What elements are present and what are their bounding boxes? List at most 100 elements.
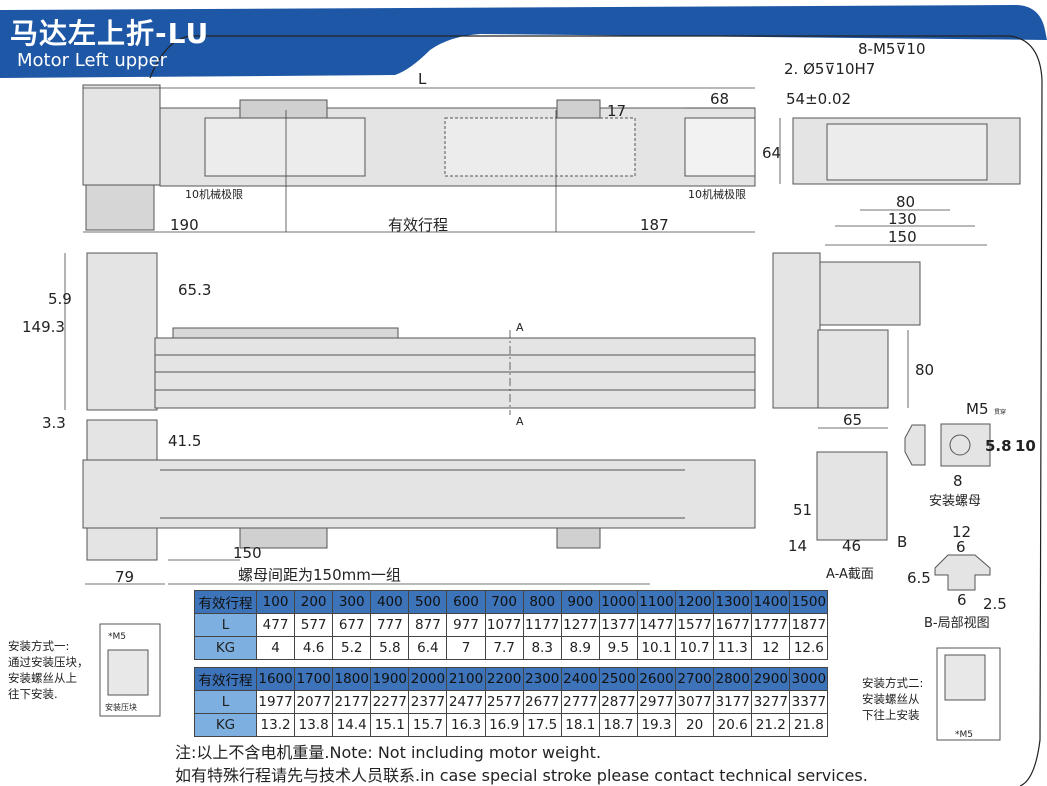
table-cell: 600 bbox=[446, 590, 486, 614]
side-3-3: 3.3 bbox=[42, 414, 66, 432]
section-aa bbox=[816, 451, 888, 541]
table-cell: 500 bbox=[408, 590, 448, 614]
detail-6b: 6 bbox=[957, 591, 967, 609]
table-cell: 4.6 bbox=[294, 636, 334, 660]
table-cell: 3077 bbox=[675, 690, 715, 714]
top-view-slider-1 bbox=[239, 99, 328, 119]
table-cell: 2900 bbox=[751, 667, 791, 691]
table-cell: 2077 bbox=[294, 690, 334, 714]
table-cell: 577 bbox=[294, 613, 334, 637]
bottom-150: 150 bbox=[233, 544, 262, 562]
row-label: L bbox=[194, 690, 257, 714]
table-cell: 2677 bbox=[522, 690, 562, 714]
table-cell: 2477 bbox=[446, 690, 486, 714]
table-cell: 1000 bbox=[598, 590, 638, 614]
mount1-line: 往下安装. bbox=[8, 687, 58, 701]
table-cell: 21.2 bbox=[751, 713, 791, 737]
table-cell: 10.1 bbox=[636, 636, 677, 660]
side-5-9: 5.9 bbox=[48, 290, 72, 308]
section-b: B bbox=[897, 533, 907, 551]
table-cell: 1177 bbox=[522, 613, 562, 637]
table-cell: 777 bbox=[370, 613, 410, 637]
row-label: KG bbox=[194, 636, 257, 660]
table-cell: 2700 bbox=[675, 667, 715, 691]
mount2-line: 安装方式二: bbox=[862, 676, 924, 690]
table-cell: 6.4 bbox=[408, 636, 448, 660]
end-holes: 8-M5⊽10 bbox=[858, 40, 926, 58]
table-cell: 1077 bbox=[484, 613, 524, 637]
table-cell: 2877 bbox=[598, 690, 638, 714]
table-cell: 1477 bbox=[636, 613, 677, 637]
table-cell: 900 bbox=[560, 590, 600, 614]
dim-17: 17 bbox=[607, 102, 626, 120]
dim-68: 68 bbox=[710, 90, 729, 108]
table-cell: 2777 bbox=[560, 690, 600, 714]
table-cell: 4 bbox=[255, 636, 296, 660]
table-cell: 3000 bbox=[789, 667, 829, 691]
table-cell: 1100 bbox=[636, 590, 677, 614]
dim-stroke: 有效行程 bbox=[388, 216, 448, 234]
bottom-view-nut-1 bbox=[239, 527, 328, 549]
mount1-screw: *M5 bbox=[108, 632, 126, 642]
dim-190: 190 bbox=[170, 216, 199, 234]
table-cell: 16.3 bbox=[446, 713, 486, 737]
row-label: L bbox=[194, 613, 257, 637]
table-cell: 3277 bbox=[751, 690, 791, 714]
table-cell: 2600 bbox=[636, 667, 677, 691]
mount1-line: 通过安装压块， bbox=[8, 655, 89, 669]
row-label: 有效行程 bbox=[194, 667, 257, 691]
side-65-3: 65.3 bbox=[178, 281, 211, 299]
table-cell: 1577 bbox=[675, 613, 715, 637]
header-banner bbox=[0, 5, 1047, 78]
table-cell: 100 bbox=[255, 590, 296, 614]
table-cell: 2977 bbox=[636, 690, 677, 714]
table-cell: 700 bbox=[484, 590, 524, 614]
mount2-line: 安装螺丝从 bbox=[862, 692, 920, 706]
table-cell: 877 bbox=[408, 613, 448, 637]
end-54: 54±0.02 bbox=[786, 90, 851, 108]
mount1-line: 安装方式一: bbox=[8, 639, 70, 653]
table-cell: 12 bbox=[751, 636, 791, 660]
section-mark-a-bottom: A bbox=[516, 415, 524, 428]
table-cell: 1500 bbox=[789, 590, 829, 614]
table-cell: 1200 bbox=[675, 590, 715, 614]
table-cell: 2400 bbox=[560, 667, 600, 691]
end-130: 130 bbox=[888, 210, 917, 228]
detail-label: B-局部视图 bbox=[924, 616, 990, 631]
row-label: KG bbox=[194, 713, 257, 737]
mount1-clamp: 安装压块 bbox=[105, 702, 137, 712]
table-cell: 2100 bbox=[446, 667, 486, 691]
motor-end-body bbox=[817, 329, 889, 409]
detail-12: 12 bbox=[952, 523, 971, 541]
page-title: 马达左上折-LU bbox=[10, 17, 210, 50]
table-cell: 1677 bbox=[713, 613, 753, 637]
table-cell: 9.5 bbox=[598, 636, 638, 660]
motor-end-80: 80 bbox=[915, 361, 934, 379]
table-cell: 8.9 bbox=[560, 636, 600, 660]
table-cell: 400 bbox=[370, 590, 410, 614]
nut-side bbox=[904, 424, 926, 466]
end-64: 64 bbox=[762, 144, 781, 162]
side-view-motor bbox=[86, 252, 158, 411]
nut-10: 10 bbox=[1015, 437, 1036, 455]
bottom-41-5: 41.5 bbox=[168, 432, 201, 450]
bottom-79: 79 bbox=[115, 568, 134, 586]
dim-187: 187 bbox=[640, 216, 669, 234]
detail-6a: 6 bbox=[956, 538, 966, 556]
table-cell: 800 bbox=[522, 590, 562, 614]
motor-end-flange bbox=[819, 261, 921, 326]
table-cell: 7.7 bbox=[484, 636, 524, 660]
table-cell: 1977 bbox=[255, 690, 296, 714]
table-cell: 17.5 bbox=[522, 713, 562, 737]
nut-8: 8 bbox=[953, 472, 963, 490]
table-cell: 15.7 bbox=[408, 713, 448, 737]
table-cell: 7 bbox=[446, 636, 486, 660]
